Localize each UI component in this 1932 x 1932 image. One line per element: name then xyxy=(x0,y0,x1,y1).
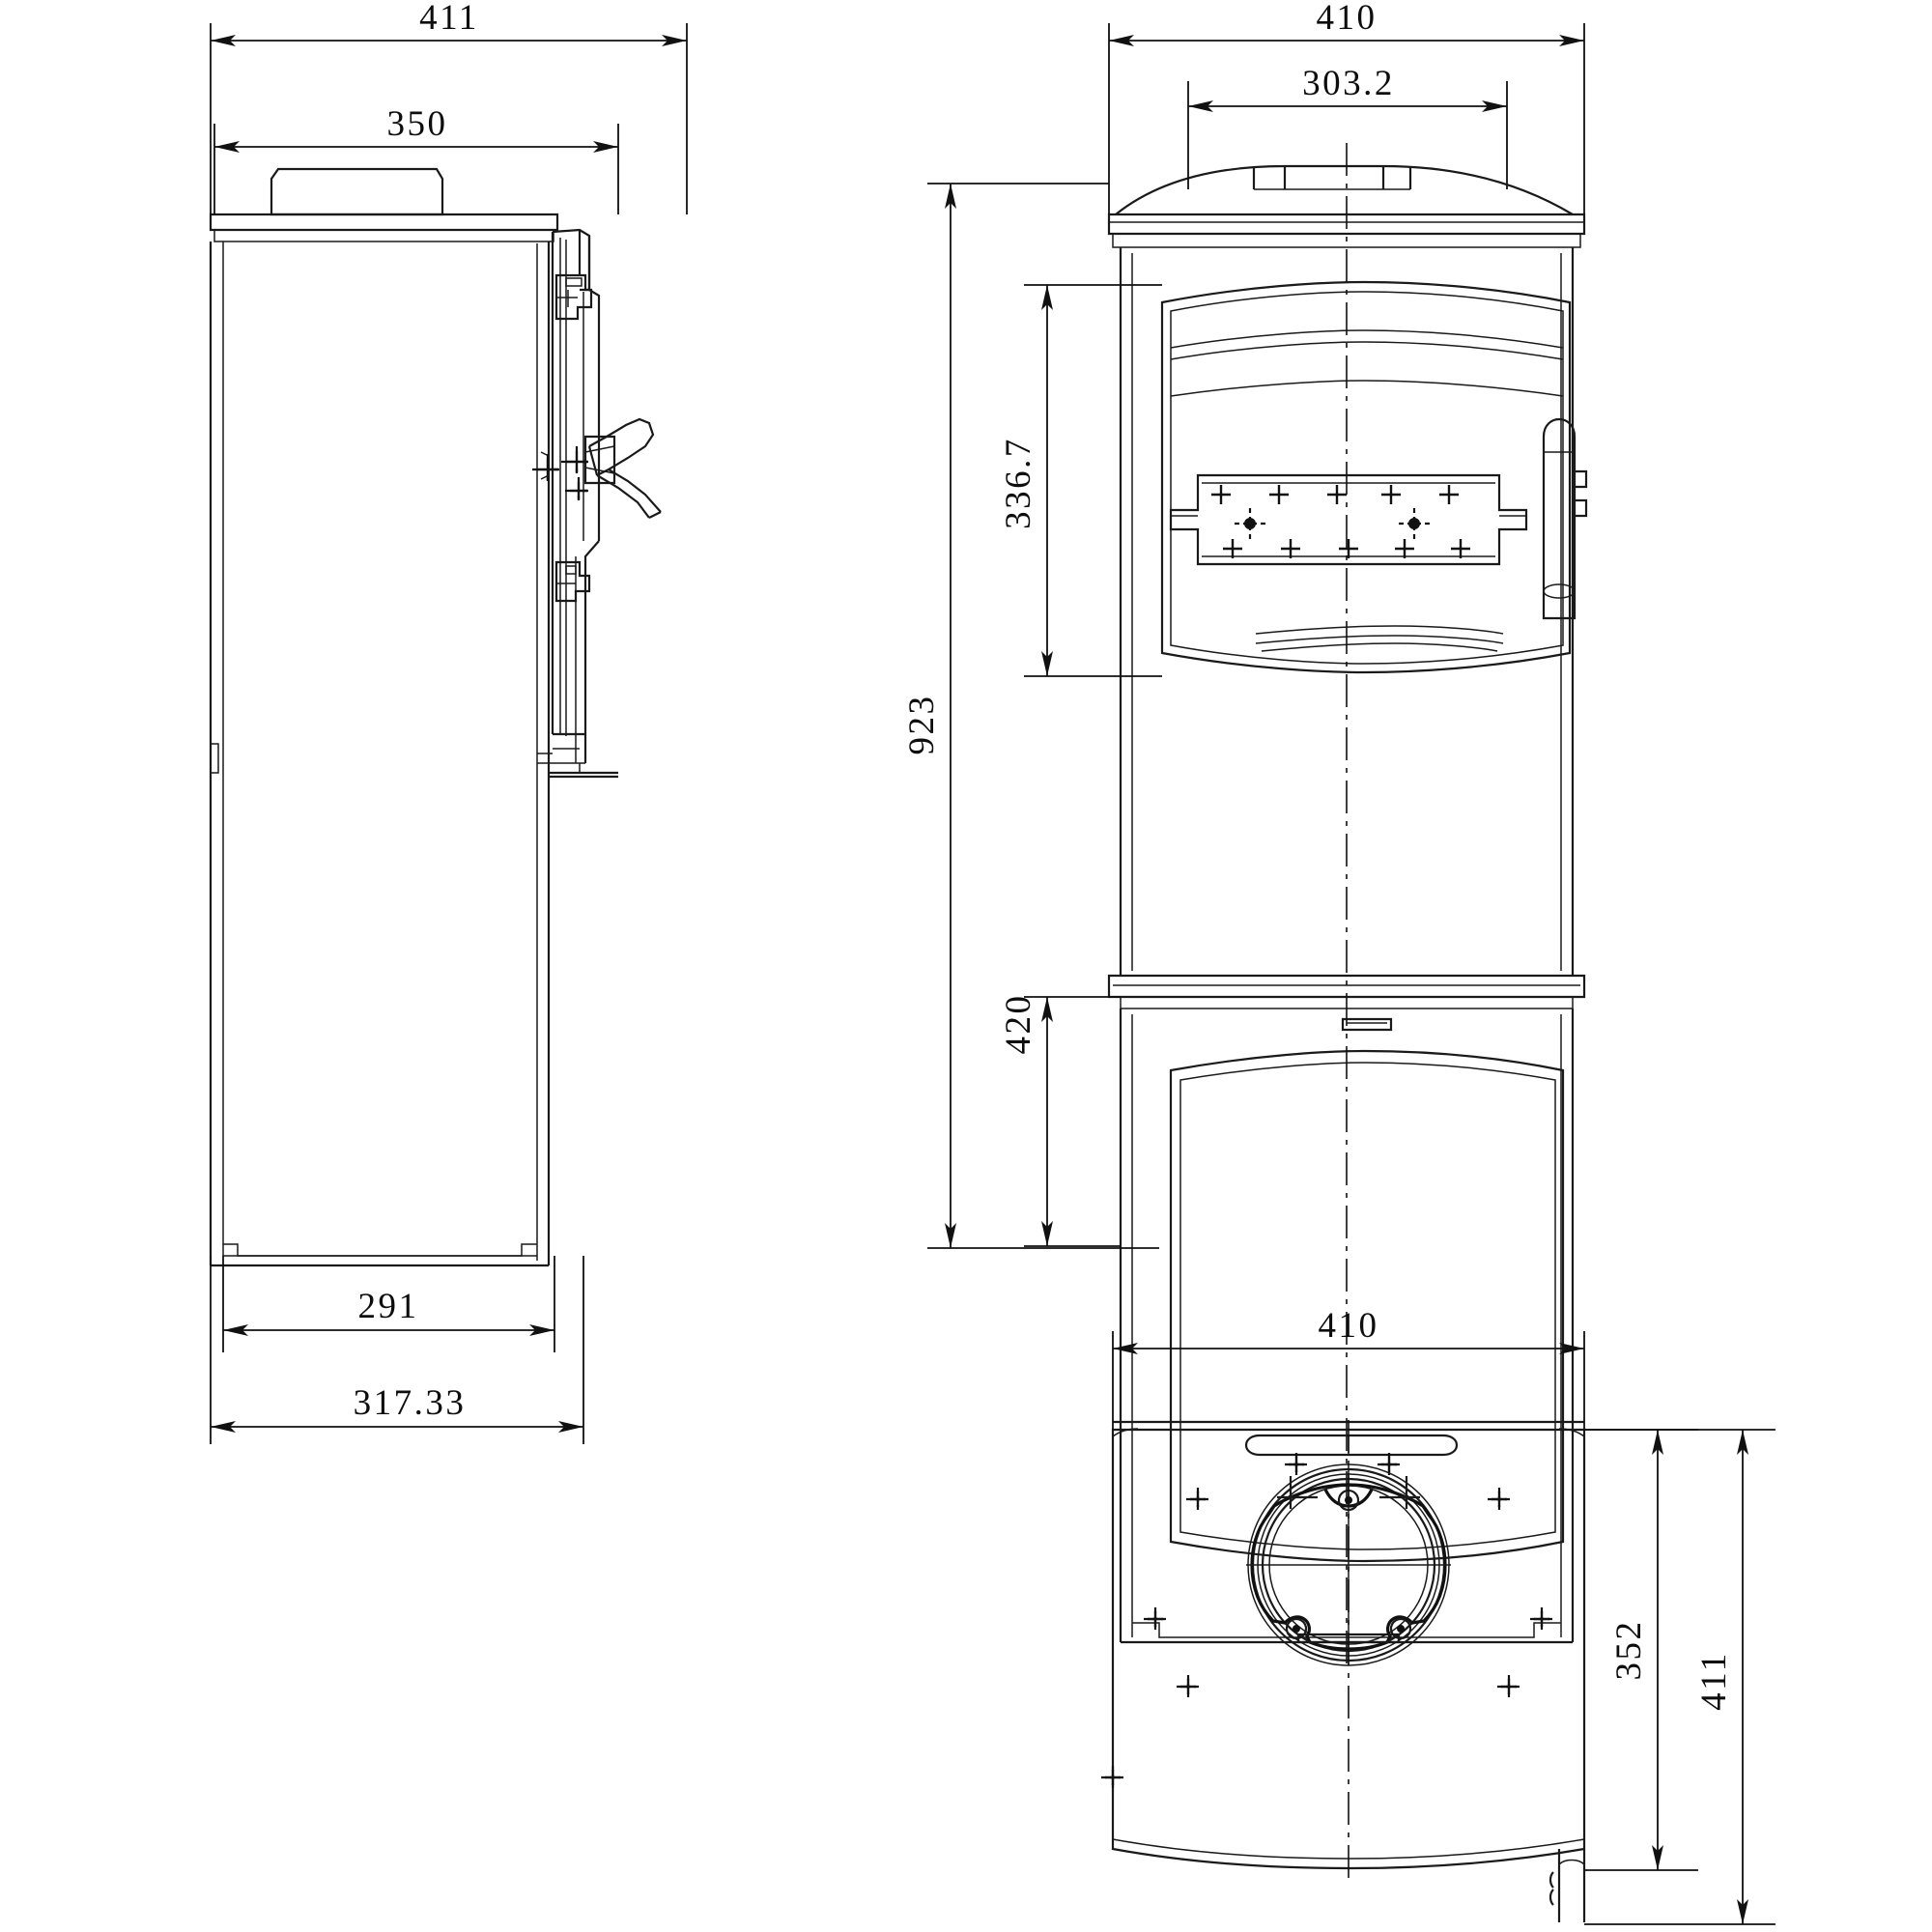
dim-front-base-height: 420 xyxy=(999,994,1038,1055)
dim-plan-inner-depth: 352 xyxy=(1609,1620,1649,1681)
dim-side-base-width: 291 xyxy=(358,1287,419,1326)
dim-plan-overall-width: 410 xyxy=(1319,1306,1379,1346)
dim-plan-overall-depth: 411 xyxy=(1694,1651,1734,1711)
dim-side-overall-width: 411 xyxy=(419,0,479,38)
plan-view-geometry xyxy=(1101,1420,1586,1922)
plan-view-dimensions: 410 352 411 xyxy=(1112,1306,1776,1925)
dim-side-top-plate-width: 350 xyxy=(387,104,448,144)
side-center-marks xyxy=(532,446,592,504)
front-plate-bolt-marks xyxy=(1211,485,1470,558)
front-view-dimensions: 410 303.2 923 336.7 420 xyxy=(902,0,1585,1249)
front-view-geometry xyxy=(1107,143,1588,1671)
dim-side-body-depth: 317.33 xyxy=(354,1383,467,1423)
plan-fixing-marks xyxy=(1101,1488,1553,1789)
dim-front-flue-width: 303.2 xyxy=(1302,64,1395,103)
side-view-geometry xyxy=(209,167,662,1267)
dim-front-overall-width: 410 xyxy=(1317,0,1378,38)
front-door-handle xyxy=(1542,417,1588,620)
dim-front-overall-height: 923 xyxy=(902,695,942,755)
side-view-dimensions: 411 350 291 317.33 xyxy=(210,0,688,1444)
dim-front-door-height: 336.7 xyxy=(999,437,1038,529)
